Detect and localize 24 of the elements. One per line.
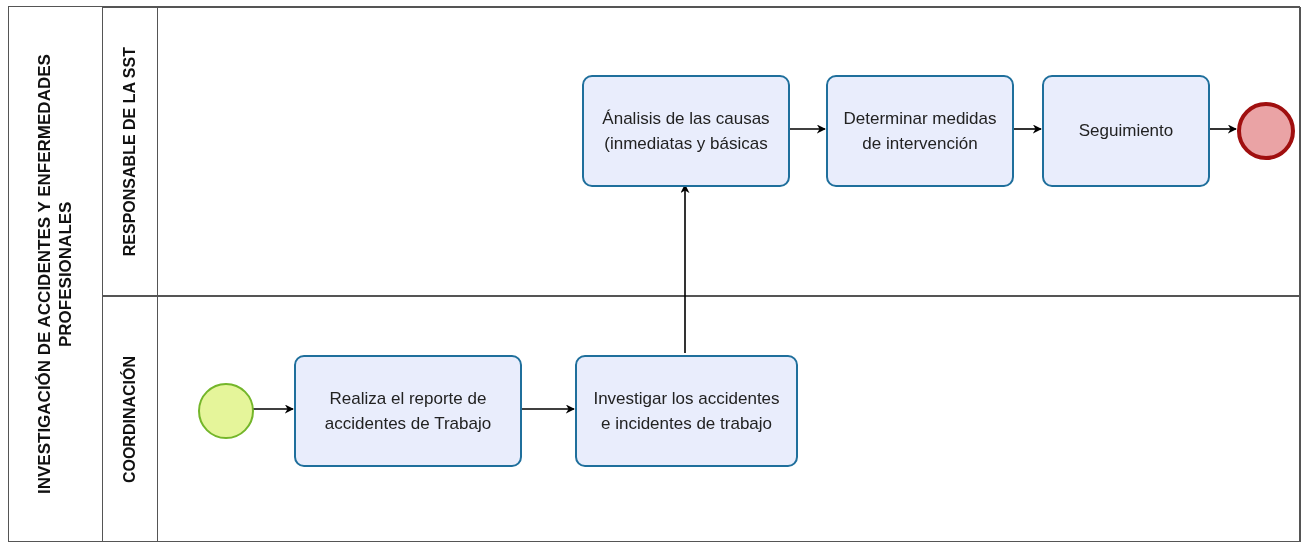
arrow <box>680 184 690 354</box>
task-box <box>575 355 798 467</box>
arrow <box>252 404 294 414</box>
task-box <box>1042 75 1210 187</box>
arrow <box>1208 124 1237 134</box>
lane-title: COORDINACIÓN <box>120 355 139 484</box>
arrow <box>520 404 575 414</box>
arrow <box>788 124 826 134</box>
arrow <box>1012 124 1042 134</box>
swimlane <box>103 7 1301 296</box>
pool-frame <box>8 6 1300 542</box>
task-label: Seguimiento <box>1078 120 1174 143</box>
task-box <box>294 355 522 467</box>
swimlane <box>103 296 1301 542</box>
task-label: Realiza el reporte de accidentes de Trabajo <box>323 387 493 435</box>
task-label: Determinar medidas de intervención <box>842 107 998 155</box>
pool-title: INVESTIGACIÓN DE ACCIDENTES Y ENFERMEDADES PROFESIONALES <box>34 53 77 496</box>
task-label: Investigar los accidentes e incidentes de trabajo <box>592 387 781 435</box>
start-event-circle <box>198 383 254 439</box>
lane-title: RESPONSABLE DE LA SST <box>120 46 139 257</box>
task-box <box>582 75 790 187</box>
task-label: Ánalisis de las causas (inmediatas y básicas <box>601 107 771 155</box>
task-box <box>826 75 1014 187</box>
end-event-circle <box>1237 102 1295 160</box>
